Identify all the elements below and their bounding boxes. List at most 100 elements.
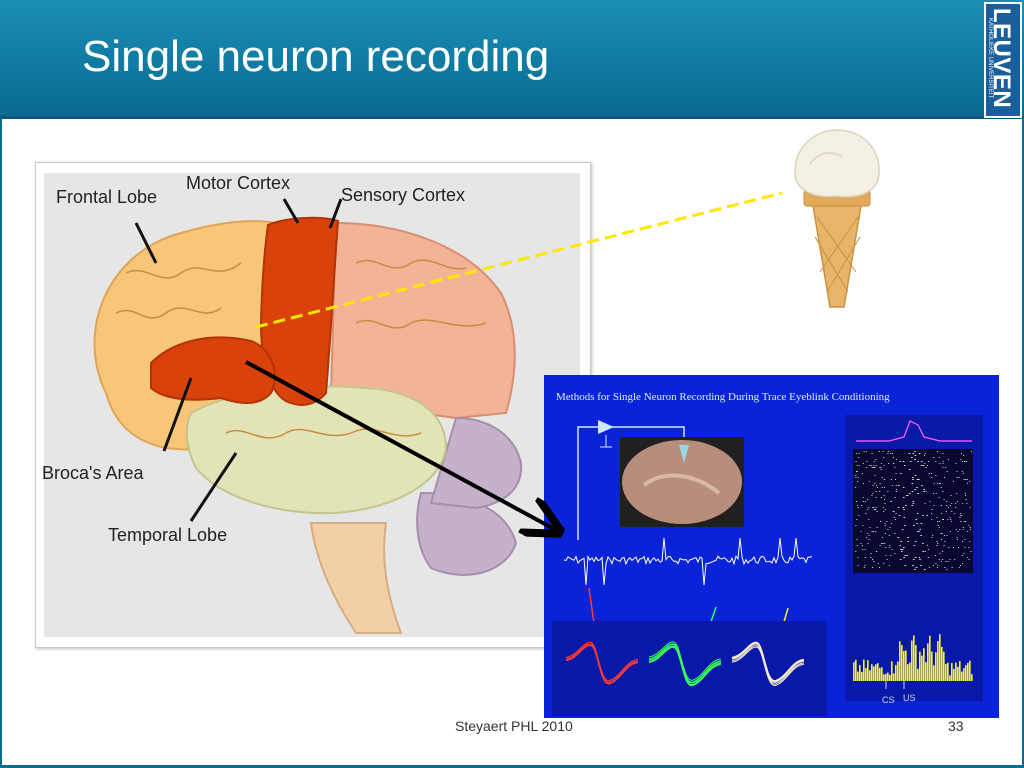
raster-dot	[895, 485, 897, 486]
histogram-bar	[929, 635, 931, 681]
raster-dot	[873, 509, 875, 510]
green-unit-waveforms	[648, 641, 722, 687]
histogram-bar	[867, 660, 869, 681]
raster-dot	[970, 551, 972, 552]
raster-dot	[881, 477, 883, 478]
raster-dot	[869, 465, 871, 466]
histogram-bar	[907, 664, 909, 681]
raster-dot	[963, 455, 965, 456]
raster-dot	[884, 509, 886, 510]
raster-dot	[855, 551, 857, 552]
hippocampus-cell-layer	[642, 473, 721, 495]
raster-dot	[939, 521, 940, 522]
slide-title: Single neuron recording	[82, 32, 550, 81]
red-unit-waveforms	[565, 642, 639, 685]
raster-dot	[942, 491, 944, 492]
cone-grid	[814, 216, 861, 293]
raster-dot	[876, 527, 878, 528]
raster-dot	[884, 503, 886, 504]
electrode-tip-marker	[679, 445, 689, 463]
histogram-bar	[943, 651, 945, 681]
raster-dot	[935, 563, 937, 564]
raster-dot	[963, 521, 965, 522]
raster-dot	[855, 487, 857, 488]
raster-dot	[938, 559, 940, 560]
spike-waveform	[648, 641, 722, 681]
raster-dot	[936, 541, 938, 542]
raster-dot	[861, 545, 863, 546]
scoop-texture	[809, 151, 843, 165]
histogram-bar	[891, 661, 893, 681]
raster-dot	[942, 463, 944, 464]
raster-dot	[871, 531, 873, 532]
raster-dot	[871, 453, 873, 454]
raster-dot	[903, 547, 905, 548]
raster-dot	[907, 537, 909, 538]
raster-dot	[922, 515, 924, 516]
histogram-bar	[857, 671, 859, 681]
raster-dot	[923, 491, 926, 492]
raster-dot	[903, 517, 906, 518]
histogram-bar	[911, 640, 913, 681]
brain-diagram-panel: Frontal Lobe Motor Cortex Sensory Cortex…	[35, 162, 591, 648]
raster-dot	[902, 461, 905, 462]
raster-dot	[951, 521, 953, 522]
raster-dot	[870, 465, 872, 466]
slide-footer: Steyaert PHL 2010	[455, 718, 573, 734]
raster-dot	[881, 537, 883, 538]
raster-dot	[869, 527, 871, 528]
raster-dot	[960, 459, 962, 460]
raster-dot	[961, 555, 963, 556]
raster-dot	[867, 509, 869, 510]
raster-dot	[878, 451, 880, 452]
raster-dot	[926, 515, 928, 516]
raster-dot	[961, 471, 963, 472]
raster-dot	[914, 455, 917, 456]
spike-waveform	[565, 643, 639, 683]
raster-dot	[855, 475, 857, 476]
raster-dots	[855, 451, 972, 570]
raster-dot	[890, 523, 892, 524]
raster-dot	[893, 511, 895, 512]
raster-dot	[903, 497, 905, 498]
raster-dot	[944, 541, 946, 542]
histogram-bar	[965, 665, 967, 681]
histogram-bar	[859, 665, 861, 681]
raster-dot	[955, 507, 957, 508]
raster-dot	[881, 487, 883, 488]
raster-dot	[858, 457, 860, 458]
raster-dot	[864, 501, 866, 502]
raster-dot	[942, 519, 944, 520]
raster-dot	[885, 547, 887, 548]
raster-dot	[903, 557, 905, 558]
raster-dot	[957, 531, 959, 532]
raster-dot	[956, 493, 958, 494]
histogram-bar	[885, 673, 887, 681]
raster-dot	[938, 497, 940, 498]
raster-dot	[892, 457, 894, 458]
amplifier-icon	[598, 420, 614, 434]
raster-dot	[958, 547, 960, 548]
histogram-bar	[957, 666, 959, 681]
raster-dot	[895, 459, 897, 460]
raster-dot	[928, 473, 930, 474]
raster-dot	[943, 499, 945, 500]
raster-dot	[873, 461, 875, 462]
raster-dot	[861, 505, 863, 506]
raster-dot	[879, 483, 881, 484]
raster-dot	[962, 563, 963, 564]
raster-dot	[907, 541, 910, 542]
raster-dot	[937, 543, 939, 544]
raster-dot	[858, 453, 860, 454]
raster-dot	[856, 539, 858, 540]
raster-dot	[959, 529, 961, 530]
raster-dot	[962, 473, 964, 474]
raster-dot	[887, 453, 889, 454]
raster-dot	[883, 563, 885, 564]
raster-dot	[874, 483, 876, 484]
raster-dot	[914, 451, 916, 452]
raster-dot	[940, 533, 942, 534]
raster-dot	[862, 525, 864, 526]
raster-dot	[949, 559, 951, 560]
raster-dot	[965, 495, 966, 496]
